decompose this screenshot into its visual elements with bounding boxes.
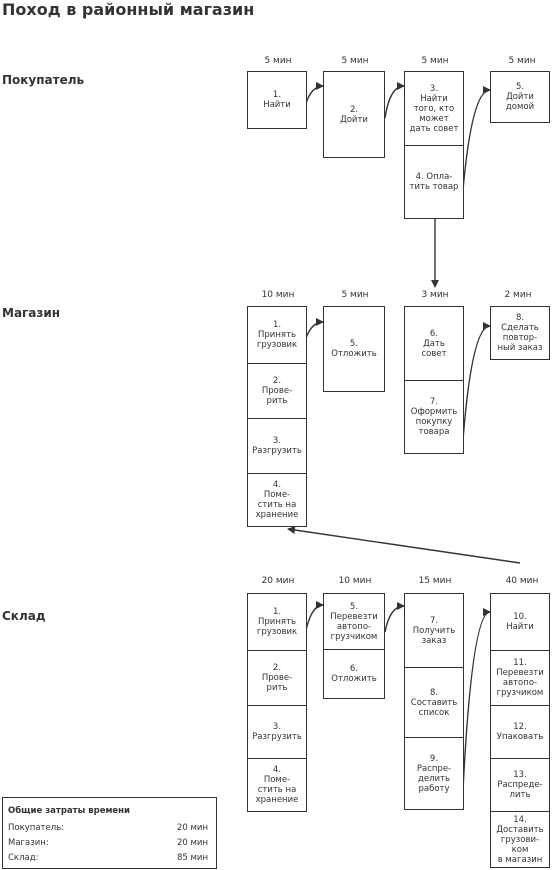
time-warehouse-4: 40 мин	[505, 576, 539, 586]
time-buyer-1: 5 мин	[264, 56, 292, 66]
shop-step-6: 6. Дать совет	[404, 306, 464, 381]
warehouse-step-8: 8. Составить список	[404, 667, 464, 738]
shop-step-4: 4. Поме- стить на хранение	[247, 473, 307, 527]
warehouse-step-1: 1. Принять грузовик	[247, 593, 307, 651]
warehouse-step-10: 10. Найти	[490, 593, 550, 651]
shop-step-2: 2. Прове- рить	[247, 363, 307, 419]
warehouse-step-11: 11. Перевезти автопо- грузчиком	[490, 650, 550, 706]
arrow-warehouse-to-shop	[287, 526, 521, 564]
summary-label-warehouse: Склад:	[8, 853, 39, 863]
summary-label-shop: Магазин:	[8, 838, 49, 848]
summary-value-shop: 20 мин	[176, 838, 208, 848]
warehouse-step-12: 12. Упаковать	[490, 705, 550, 759]
shop-step-7: 7. Оформить покупку товара	[404, 380, 464, 454]
time-warehouse-1: 20 мин	[261, 576, 295, 586]
summary-label-buyer: Покупатель:	[8, 823, 65, 833]
time-shop-2: 5 мин	[341, 290, 369, 300]
time-buyer-2: 5 мин	[341, 56, 369, 66]
lane-label-warehouse: Склад	[2, 609, 46, 623]
shop-step-5: 5. Отложить	[323, 306, 385, 392]
buyer-step-3: 3. Найти того, кто может дать совет	[404, 71, 464, 146]
time-summary-box: Общие затраты времени Покупатель: 20 мин…	[2, 797, 217, 869]
arrow-buyer-2-3	[384, 82, 405, 119]
time-shop-1: 10 мин	[261, 290, 295, 300]
arrow-wh-1-5	[305, 601, 324, 631]
arrow-buyer-4-5	[462, 86, 491, 191]
buyer-step-5: 5. Дойти домой	[490, 71, 550, 123]
warehouse-step-2: 2. Прове- рить	[247, 650, 307, 706]
time-buyer-4: 5 мин	[508, 56, 536, 66]
summary-title: Общие затраты времени	[8, 806, 131, 816]
shop-step-3: 3. Разгрузить	[247, 418, 307, 474]
shop-step-1: 1. Принять грузовик	[247, 306, 307, 364]
lane-label-buyer: Покупатель	[2, 73, 85, 87]
arrow-shop-7-8	[462, 322, 491, 441]
time-buyer-3: 5 мин	[421, 56, 449, 66]
buyer-step-2: 2. Дойти	[323, 71, 385, 158]
time-shop-3: 3 мин	[421, 290, 449, 300]
arrow-shop-1-5	[305, 318, 324, 339]
summary-value-buyer: 20 мин	[176, 823, 208, 833]
diagram-title: Поход в районный магазин	[2, 0, 255, 19]
summary-value-warehouse: 85 мин	[176, 853, 208, 863]
warehouse-step-9: 9. Распре- делить работу	[404, 737, 464, 810]
buyer-step-4: 4. Опла- тить товар	[404, 145, 464, 219]
lane-label-shop: Магазин	[2, 306, 61, 320]
arrow-wh-9-10	[462, 608, 491, 791]
time-shop-4: 2 мин	[504, 290, 532, 300]
warehouse-step-13: 13. Распреде- лить	[490, 758, 550, 812]
warehouse-step-3: 3. Разгрузить	[247, 705, 307, 759]
time-warehouse-2: 10 мин	[338, 576, 372, 586]
arrow-wh-5-7	[384, 602, 405, 633]
warehouse-step-7: 7. Получить заказ	[404, 593, 464, 668]
buyer-step-1: 1. Найти	[247, 71, 307, 129]
warehouse-step-5: 5. Перевезти автопо- грузчиком	[323, 593, 385, 650]
warehouse-step-4: 4. Поме- стить на хранение	[247, 758, 307, 812]
warehouse-step-6: 6. Отложить	[323, 649, 385, 699]
warehouse-step-14: 14. Доставить грузови- ком в магазин	[490, 811, 550, 868]
time-warehouse-3: 15 мин	[418, 576, 452, 586]
arrow-buyer-1-2	[305, 82, 324, 104]
shop-step-8: 8. Сделать повтор- ный заказ	[490, 306, 550, 360]
